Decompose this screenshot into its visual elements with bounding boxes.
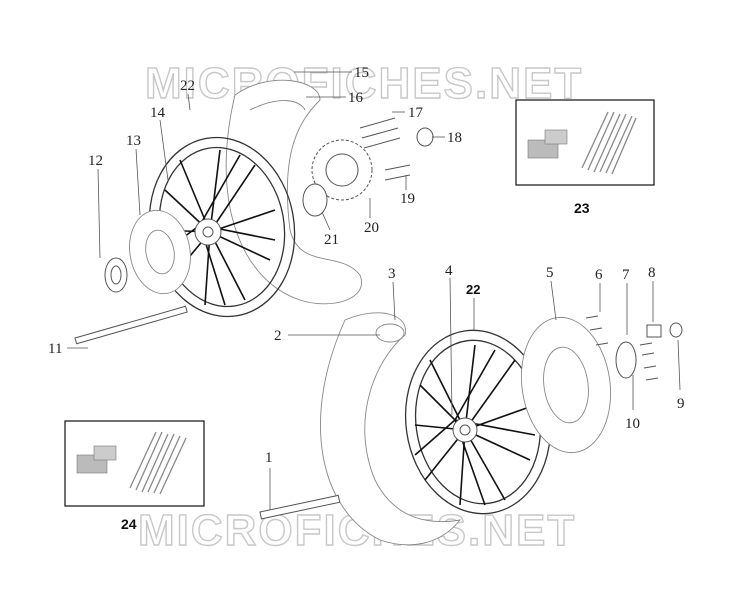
callout-7: 7 xyxy=(622,267,630,283)
front-adapter-bolts xyxy=(639,342,659,381)
callout-19: 19 xyxy=(400,191,415,207)
callout-22-rear: 22 xyxy=(180,78,195,94)
watermark-top: MICROFICHES.NET xyxy=(145,59,583,108)
rear-sprocket-carrier xyxy=(302,183,328,217)
front-disc-bolts xyxy=(585,315,609,346)
callout-14: 14 xyxy=(150,105,166,121)
rear-sprocket-bolts xyxy=(359,117,401,149)
front-axle-spacer xyxy=(646,324,662,338)
kit-23-label: 23 xyxy=(574,200,590,216)
callout-5: 5 xyxy=(546,265,554,281)
leader-lines xyxy=(67,71,681,510)
rear-tire xyxy=(225,79,363,305)
callout-8: 8 xyxy=(648,265,656,281)
kit-23-spokes xyxy=(581,111,637,175)
callout-12: 12 xyxy=(88,153,103,169)
front-disc-adapter xyxy=(615,341,637,379)
callout-numbers: 1 2 3 4 5 6 7 8 9 10 11 12 13 14 15 16 1… xyxy=(48,65,685,466)
rear-axle-nut xyxy=(416,127,434,147)
callout-6: 6 xyxy=(595,267,603,283)
callout-22-front: 22 xyxy=(466,282,480,297)
callout-13: 13 xyxy=(126,133,141,149)
callout-18: 18 xyxy=(447,130,462,146)
front-tube xyxy=(375,323,405,343)
callout-11: 11 xyxy=(48,341,62,357)
callout-10: 10 xyxy=(625,416,640,432)
spoke-kit-24: 24 xyxy=(64,420,205,532)
callout-4: 4 xyxy=(445,263,453,279)
rear-wheel-assembly xyxy=(74,79,434,345)
kit-24-nipples xyxy=(76,445,117,474)
callout-20: 20 xyxy=(364,220,379,236)
callout-3: 3 xyxy=(388,266,396,282)
rear-axle xyxy=(74,305,188,345)
callout-9: 9 xyxy=(677,396,685,412)
callout-21: 21 xyxy=(324,232,339,248)
spoke-kit-23: 23 xyxy=(515,99,655,216)
kit-23-nipples xyxy=(527,129,568,159)
front-tire xyxy=(320,312,462,546)
callout-16: 16 xyxy=(348,90,364,106)
callout-17: 17 xyxy=(408,105,424,121)
kit-24-spokes xyxy=(129,431,187,495)
front-wheel-assembly xyxy=(259,312,683,546)
kit-24-label: 24 xyxy=(121,516,137,532)
callout-15: 15 xyxy=(354,65,369,81)
callout-2: 2 xyxy=(274,328,282,344)
callout-1: 1 xyxy=(265,450,273,466)
front-axle-nut xyxy=(669,322,683,338)
front-axle xyxy=(259,494,341,520)
